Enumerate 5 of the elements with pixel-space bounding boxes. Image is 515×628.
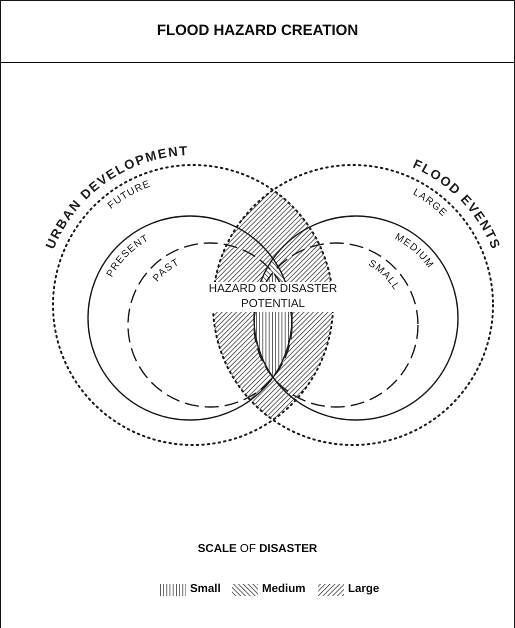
legend-label: Small (190, 583, 221, 595)
legend-label: Medium (262, 583, 306, 595)
legend-label: Large (348, 583, 380, 595)
legend-heading: SCALE OF DISASTER (196, 543, 318, 555)
title: FLOOD HAZARD CREATION (156, 22, 360, 39)
